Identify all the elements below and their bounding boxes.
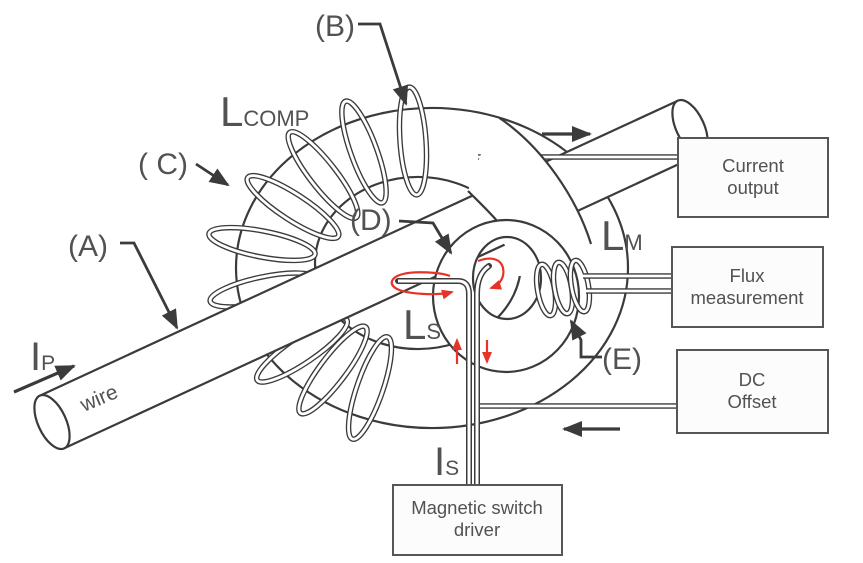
leader-arrow-b [358,22,409,106]
red-loop-arrow-right [477,257,505,290]
label-a: (A) [68,230,108,263]
sense-wire [395,263,492,490]
label-e: (E) [602,343,642,376]
primary-current-arrow [13,364,76,394]
label-d: (D) [350,204,392,237]
rod-end-cap [33,393,71,451]
label-l-comp: LCOMP [220,88,309,135]
leader-arrow-d [398,219,453,255]
leader-arrow-e [569,319,602,359]
red-current-arrows [390,257,505,364]
label-l-s: LS [403,301,441,348]
measurement-winding [533,257,593,319]
leader-arrow-a [120,241,179,330]
label-c: ( C) [138,148,188,181]
label-l-m: LM [601,212,643,259]
label-i-p: IP [30,335,55,379]
label-i-s: IS [434,440,459,484]
leader-arrow-c [195,162,230,187]
flux-measurement-leads [583,273,672,294]
label-b: (B) [315,10,355,43]
red-loop-arrow-left [390,271,454,300]
